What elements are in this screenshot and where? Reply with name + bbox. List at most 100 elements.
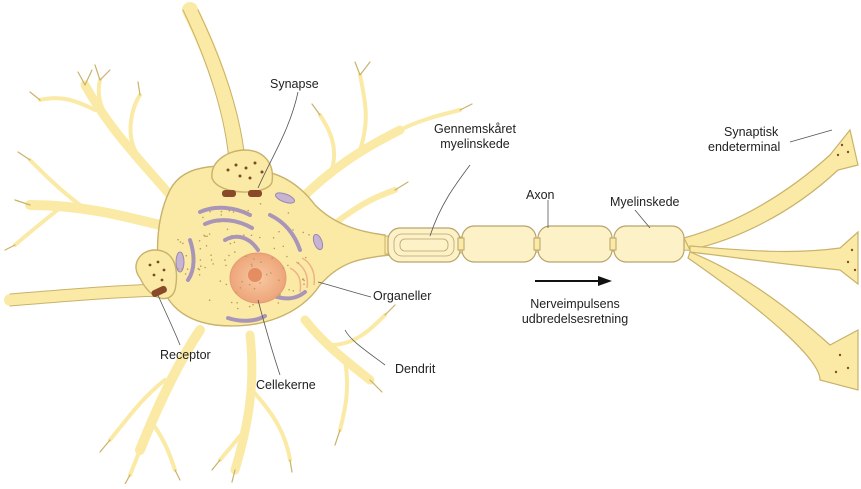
granule — [243, 234, 245, 236]
label-gennemskaaret-line1: Gennemskåret — [420, 122, 530, 137]
granule — [220, 280, 222, 282]
granule — [192, 257, 194, 259]
granule — [200, 248, 202, 250]
granule — [187, 268, 189, 270]
label-dendrit: Dendrit — [395, 362, 435, 377]
granule — [260, 261, 262, 263]
granule — [225, 265, 227, 267]
granule — [230, 243, 232, 245]
granule — [305, 257, 307, 259]
synapse-cleft-left — [222, 190, 236, 197]
granule — [200, 259, 202, 261]
granule — [288, 212, 290, 214]
granule — [178, 268, 180, 270]
granule — [204, 267, 206, 269]
granule — [308, 234, 310, 236]
granule — [287, 265, 289, 267]
granule — [199, 269, 201, 271]
granule — [231, 302, 233, 304]
granule — [234, 251, 236, 253]
granule — [279, 294, 281, 296]
myelin-segment-4 — [614, 226, 684, 262]
granule — [186, 255, 188, 257]
granule — [199, 274, 201, 276]
granule — [240, 287, 242, 289]
label-gennemskaaret: Gennemskåret myelinskede — [420, 122, 530, 152]
granule — [180, 241, 182, 243]
label-axon: Axon — [526, 188, 555, 203]
granule — [293, 290, 295, 292]
granule — [253, 258, 255, 260]
granule — [236, 302, 238, 304]
granule — [227, 229, 229, 231]
top-synapse-knob — [212, 150, 273, 192]
label-nerveimpuls-line2: udbredelsesretning — [500, 312, 650, 327]
granule — [251, 235, 253, 237]
granule — [259, 237, 261, 239]
granule — [182, 243, 184, 245]
granule — [278, 302, 280, 304]
granule — [229, 210, 231, 212]
label-nerveimpuls: Nerveimpulsens udbredelsesretning — [500, 297, 650, 327]
granule — [251, 265, 253, 267]
granule — [254, 288, 256, 290]
myelin-segment-2 — [462, 226, 536, 262]
granule — [209, 299, 211, 301]
granule — [181, 268, 183, 270]
granule — [249, 284, 251, 286]
granule — [266, 274, 268, 276]
granule — [302, 278, 304, 280]
granule — [202, 217, 204, 219]
granule — [302, 232, 304, 234]
granule — [235, 292, 237, 294]
granule — [209, 211, 211, 213]
granule — [203, 235, 205, 237]
granule — [200, 265, 202, 267]
granule — [206, 235, 208, 237]
granule — [211, 259, 213, 261]
label-organeller: Organeller — [373, 289, 431, 304]
granule — [226, 284, 228, 286]
label-synaptisk-line1: Synaptisk — [708, 125, 780, 140]
label-cellekerne: Cellekerne — [256, 378, 316, 393]
label-myelinskede: Myelinskede — [610, 195, 679, 210]
myelin-segment-3 — [538, 226, 612, 262]
granule — [221, 214, 223, 216]
granule — [209, 233, 211, 235]
granule — [288, 289, 290, 291]
granule — [245, 256, 247, 258]
granule — [292, 229, 294, 231]
label-receptor: Receptor — [160, 348, 211, 363]
granule — [199, 240, 201, 242]
myelin-cut-segment — [388, 228, 460, 262]
label-synaptisk-endeterminal: Synaptisk endeterminal — [708, 125, 780, 155]
granule — [241, 281, 243, 283]
label-synaptisk-line2: endeterminal — [708, 140, 780, 155]
granule — [260, 203, 262, 205]
granule — [233, 211, 235, 213]
label-synapse: Synapse — [270, 77, 319, 92]
granule — [206, 245, 208, 247]
granule — [221, 211, 223, 213]
granule — [270, 272, 272, 274]
granule — [243, 210, 245, 212]
granule — [278, 279, 280, 281]
label-gennemskaaret-line2: myelinskede — [420, 137, 530, 152]
granule — [298, 262, 300, 264]
granule — [234, 242, 236, 244]
granule — [251, 264, 253, 266]
granule — [231, 235, 233, 237]
granule — [228, 255, 230, 257]
granule — [278, 231, 280, 233]
granule — [247, 210, 249, 212]
synapse-cleft-right — [248, 190, 262, 197]
granule — [218, 221, 220, 223]
granule — [303, 283, 305, 285]
nucleolus — [248, 268, 262, 282]
impulse-direction-arrow — [535, 276, 612, 286]
granule — [252, 304, 254, 306]
granule — [274, 248, 276, 250]
granule — [303, 280, 305, 282]
granule — [283, 246, 285, 248]
